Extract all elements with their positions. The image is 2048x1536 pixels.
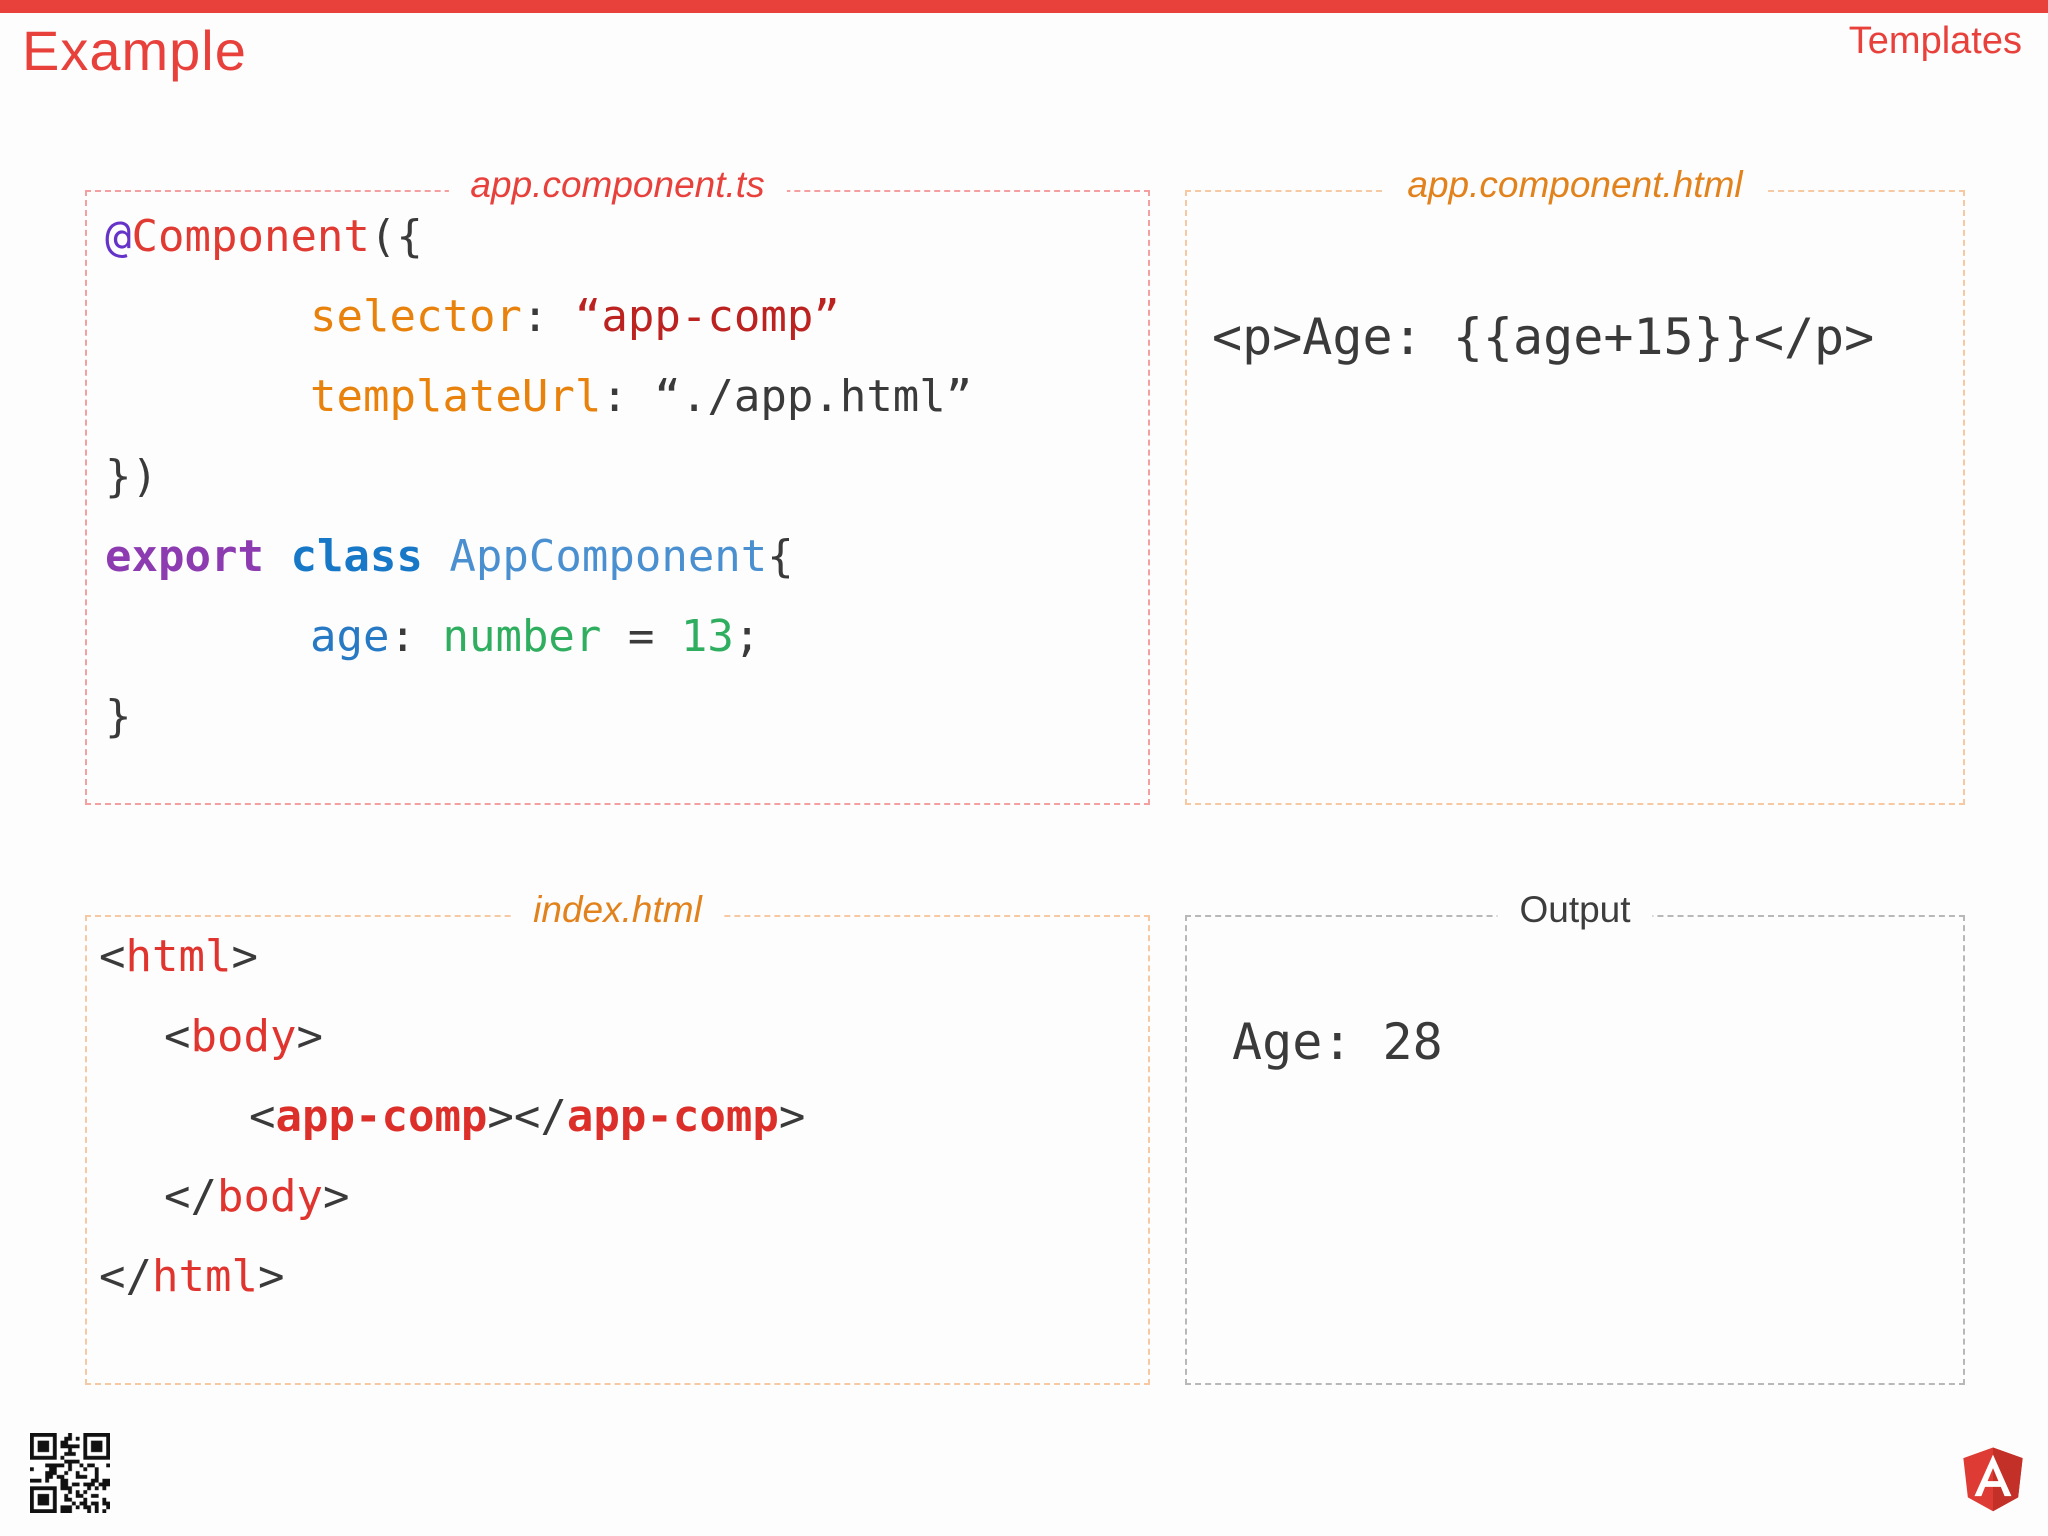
panel-title-output: Output (1497, 889, 1653, 931)
panel-output: Output Age: 28 (1185, 889, 1965, 1385)
panel-index-html: index.html <html><body><app-comp></app-c… (85, 889, 1150, 1385)
code-block-index-html: <html><body><app-comp></app-comp></body>… (99, 931, 806, 1302)
output-text: Age: 28 (1232, 1013, 1443, 1071)
angular-logo-icon (1963, 1447, 2023, 1512)
panel-title-app-component-ts: app.component.ts (448, 164, 787, 206)
panel-app-component-html: app.component.html <p>Age: {{age+15}}</p… (1185, 164, 1965, 805)
code-block-app-component-ts: @Component({selector: “app-comp”template… (105, 211, 973, 742)
page-title: Example (22, 19, 247, 82)
panel-app-component-ts: app.component.ts @Component({selector: “… (85, 164, 1150, 805)
code-block-app-component-html: <p>Age: {{age+15}}</p> (1212, 308, 1875, 366)
qr-code-icon (30, 1433, 110, 1513)
panel-title-index-html: index.html (511, 889, 724, 931)
panel-title-app-component-html: app.component.html (1385, 164, 1765, 206)
top-accent-bar (0, 0, 2048, 13)
deck-section-label: Templates (1848, 20, 2022, 62)
